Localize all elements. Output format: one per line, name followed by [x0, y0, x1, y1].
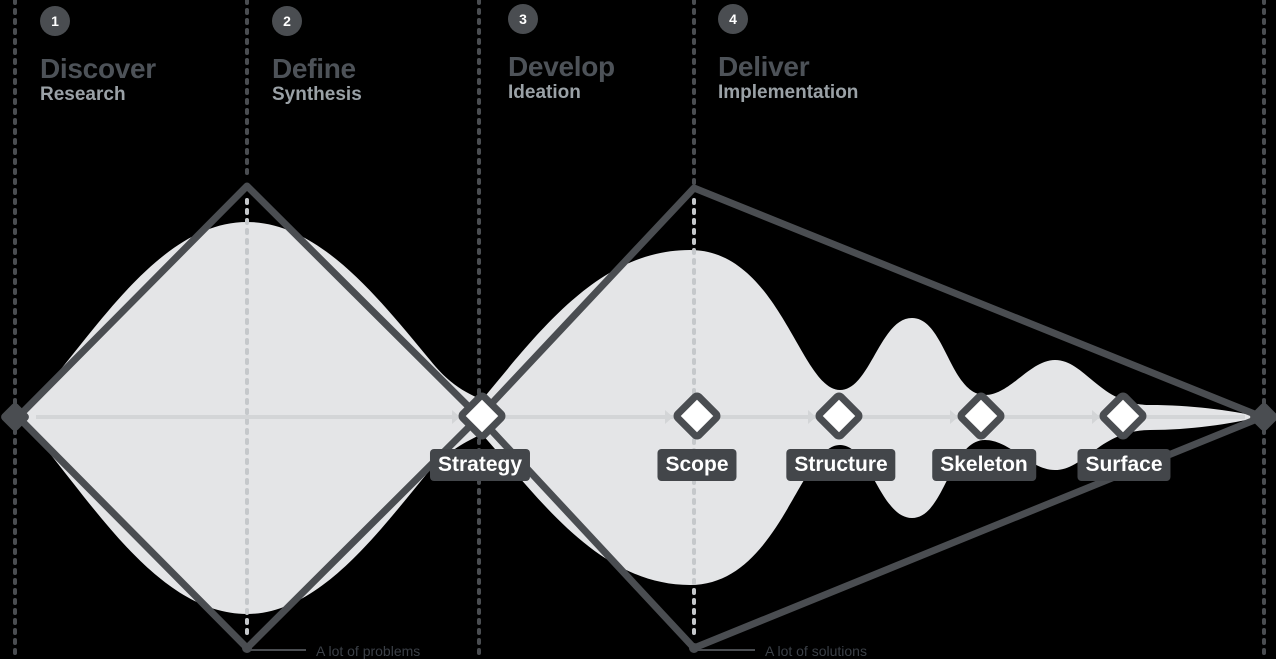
phase-dividers: [13, 0, 1266, 657]
milestone-label-strategy: Strategy: [429, 449, 531, 481]
phase-subtitle: Implementation: [718, 82, 859, 103]
phase-title: Define: [272, 53, 356, 84]
endpoint-markers: [1, 403, 1276, 653]
phase-title: Discover: [40, 53, 156, 84]
milestone-label-scope: Scope: [657, 449, 737, 481]
phase-title: Deliver: [718, 51, 810, 82]
phase-subtitle: Synthesis: [272, 84, 362, 105]
milestone-label-skeleton: Skeleton: [932, 449, 1036, 481]
milestone-markers: [458, 392, 1147, 440]
phase-deliver: 4 Deliver Implementation: [718, 4, 858, 104]
phase-title: Develop: [508, 51, 615, 82]
phase-develop: 3 Develop Ideation: [508, 4, 615, 104]
annotation-solutions: A lot of solutions: [765, 643, 867, 659]
phase-define: 2 Define Synthesis: [272, 6, 362, 106]
phase-number-badge: 4: [718, 4, 748, 34]
milestone-label-surface: Surface: [1077, 449, 1171, 481]
phase-number-badge: 1: [40, 6, 70, 36]
phase-subtitle: Ideation: [508, 82, 581, 103]
annotation-problems: A lot of problems: [316, 643, 421, 659]
phase-discover: 1 Discover Research: [40, 6, 156, 106]
phase-number-badge: 2: [272, 6, 302, 36]
flow-arrows: [452, 410, 1100, 424]
phase-subtitle: Research: [40, 84, 126, 105]
milestone-label-structure: Structure: [786, 449, 896, 481]
phase-number-badge: 3: [508, 4, 538, 34]
